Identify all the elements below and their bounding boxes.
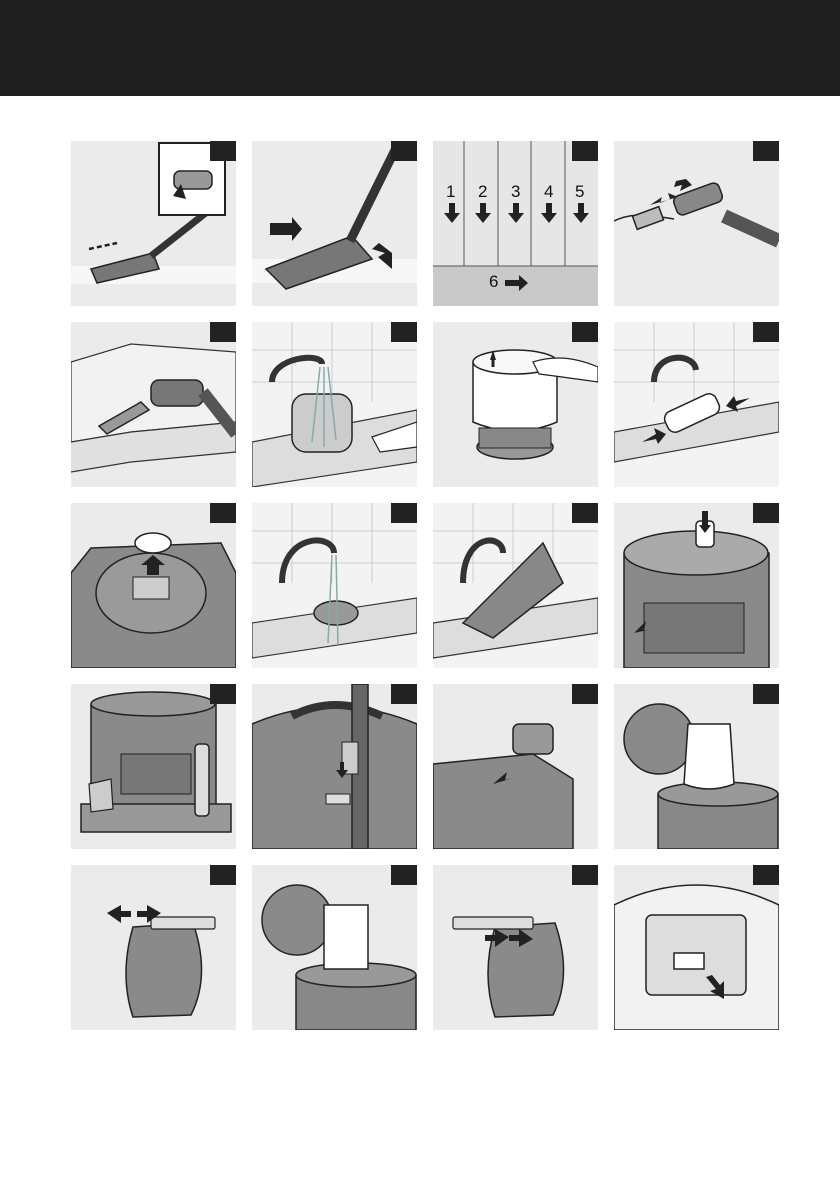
remove-bag-illustration [614,684,779,849]
step-panel [71,684,236,849]
step-badge [391,322,417,342]
illustration-grid: 1 2 3 4 5 6 [71,141,779,1030]
rinse-motor-filter-illustration [252,503,417,668]
bag-holder-illustration [433,684,598,849]
motor-filter-illustration [71,503,236,668]
step-panel [252,503,417,668]
step-panel [614,865,779,1030]
accessory-storage-illustration [71,684,236,849]
nozzle-illustration [252,141,417,306]
step-panel [433,503,598,668]
step-panel: 1 2 3 4 5 6 [433,141,598,306]
step-badge [210,141,236,161]
rinse-filter-illustration [614,322,779,487]
step-panel [252,322,417,487]
arrow-icon [674,179,692,191]
sofa-cleaning-illustration [71,322,236,487]
step-badge [753,684,779,704]
step-panel [71,865,236,1030]
nozzle-illustration [71,141,236,306]
arrow-icon [270,217,302,241]
rinse-housing-illustration [252,322,417,487]
stripe-label: 2 [478,182,487,202]
step-panel [71,503,236,668]
step-badge [572,865,598,885]
step-badge [753,322,779,342]
step-badge [572,684,598,704]
step-badge [210,684,236,704]
cleaning-pattern-diagram [433,141,598,306]
insert-paper-bag-illustration [252,865,417,1030]
step-panel [252,141,417,306]
step-badge [572,141,598,161]
step-panel [614,322,779,487]
step-panel [614,503,779,668]
step-panel [71,141,236,306]
step-panel [252,684,417,849]
header-bar [0,0,840,96]
bottom-label: 6 [489,272,498,292]
arrow-icon [107,905,131,923]
step-badge [391,141,417,161]
step-panel [71,322,236,487]
crevice-tool-illustration [614,141,779,306]
step-panel [614,141,779,306]
step-panel [252,865,417,1030]
step-badge [753,141,779,161]
close-bag-clip-illustration [433,865,598,1030]
rinse-nozzle-illustration [433,503,598,668]
step-badge [391,684,417,704]
step-badge [572,322,598,342]
step-badge [210,322,236,342]
step-panel [433,684,598,849]
remove-filter-cover-illustration [433,322,598,487]
stripe-label: 4 [544,182,553,202]
step-badge [210,503,236,523]
stripe-label: 5 [575,182,584,202]
stripe-label: 3 [511,182,520,202]
release-button-illustration [614,503,779,668]
bag-full-indicator-illustration [614,865,779,1030]
step-panel [614,684,779,849]
step-badge [391,503,417,523]
step-panel [433,865,598,1030]
step-badge [753,503,779,523]
stripe-label: 1 [446,182,455,202]
step-badge [210,865,236,885]
park-tube-illustration [252,684,417,849]
step-badge [572,503,598,523]
step-badge [391,865,417,885]
step-panel [433,322,598,487]
step-badge [753,865,779,885]
slide-bag-clip-illustration [71,865,236,1030]
